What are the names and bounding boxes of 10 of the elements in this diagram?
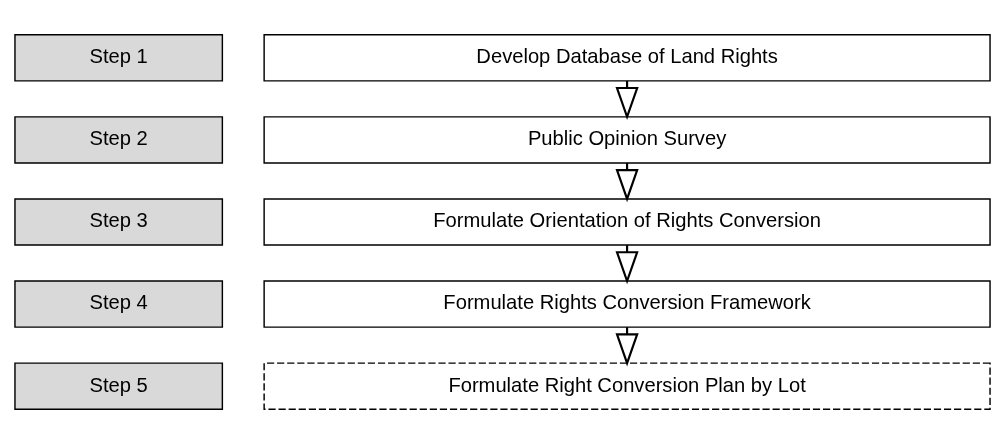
node-box: Step 2 bbox=[14, 116, 224, 164]
node-box: Step 3 bbox=[14, 198, 224, 246]
node-box: Formulate Orientation of Rights Conversion bbox=[263, 198, 991, 246]
node-box: Step 1 bbox=[14, 34, 224, 82]
node-box: Formulate Right Conversion Plan by Lot bbox=[263, 362, 991, 410]
node-box: Step 4 bbox=[14, 280, 224, 328]
node-box: Formulate Rights Conversion Framework bbox=[263, 280, 991, 328]
node-box: Step 5 bbox=[14, 362, 224, 410]
node-box: Public Opinion Survey bbox=[263, 116, 991, 164]
node-box: Develop Database of Land Rights bbox=[263, 34, 991, 82]
